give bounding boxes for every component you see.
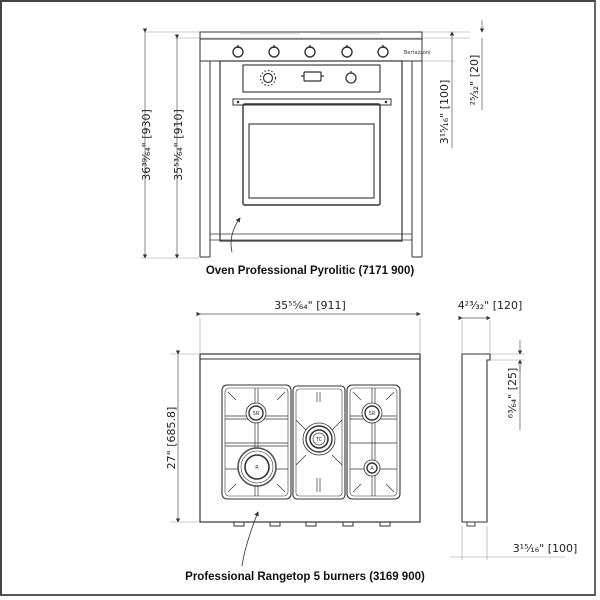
rangetop-base-label: 3¹⁵⁄₁₆" [100]	[513, 542, 578, 555]
burner-sr-right-icon	[361, 402, 383, 424]
temperature-dial-icon	[259, 69, 277, 87]
svg-text:TC: TC	[315, 437, 323, 443]
rangetop-caption: Professional Rangetop 5 burners (3169 90…	[185, 571, 425, 583]
rangetop-lip-label: ⁶³⁄₆₄" [25]	[506, 368, 519, 419]
rangetop-knob-icon	[233, 521, 391, 527]
oven-total-height-label: 36³⁹⁄₆₄" [930]	[140, 109, 153, 181]
oven-panel-height-label: 3¹⁵⁄₁₆" [100]	[438, 80, 451, 145]
svg-text:SR: SR	[253, 411, 260, 417]
burner-a-icon	[363, 459, 381, 477]
rangetop-side-depth-label: 4²³⁄₃₂" [120]	[458, 299, 523, 312]
oven-caption: Oven Professional Pyrolitic (7171 900)	[206, 265, 415, 277]
oven-body-height-label: 35⁵³⁄₆₄" [910]	[172, 109, 185, 181]
rangetop-width-label: 35⁵⁵⁄₆₄" [911]	[274, 299, 346, 312]
rangetop-depth-label: 27" [685.8]	[165, 407, 178, 470]
burner-r-icon	[237, 447, 277, 487]
timer-display-icon	[301, 71, 324, 82]
rangetop-side-view	[461, 320, 491, 560]
svg-text:R: R	[255, 465, 259, 471]
svg-text:A: A	[370, 466, 374, 472]
oven-front-view: Bertazzoni	[145, 31, 470, 258]
burner-sr-left-icon	[245, 402, 267, 424]
burner-labels: SR R TC SR A	[253, 411, 376, 472]
svg-text:SR: SR	[369, 411, 376, 417]
rangetop-top-view	[199, 353, 421, 567]
knob-icon	[232, 45, 389, 58]
oven-dimension-lines	[140, 20, 485, 259]
burner-tc-icon	[302, 422, 336, 456]
oven-trim-height-label: ²⁵⁄₃₂" [20]	[468, 55, 481, 106]
rangetop-dimension-lines	[170, 311, 565, 558]
svg-text:Bertazzoni: Bertazzoni	[404, 50, 430, 56]
function-knob-icon	[345, 71, 357, 84]
